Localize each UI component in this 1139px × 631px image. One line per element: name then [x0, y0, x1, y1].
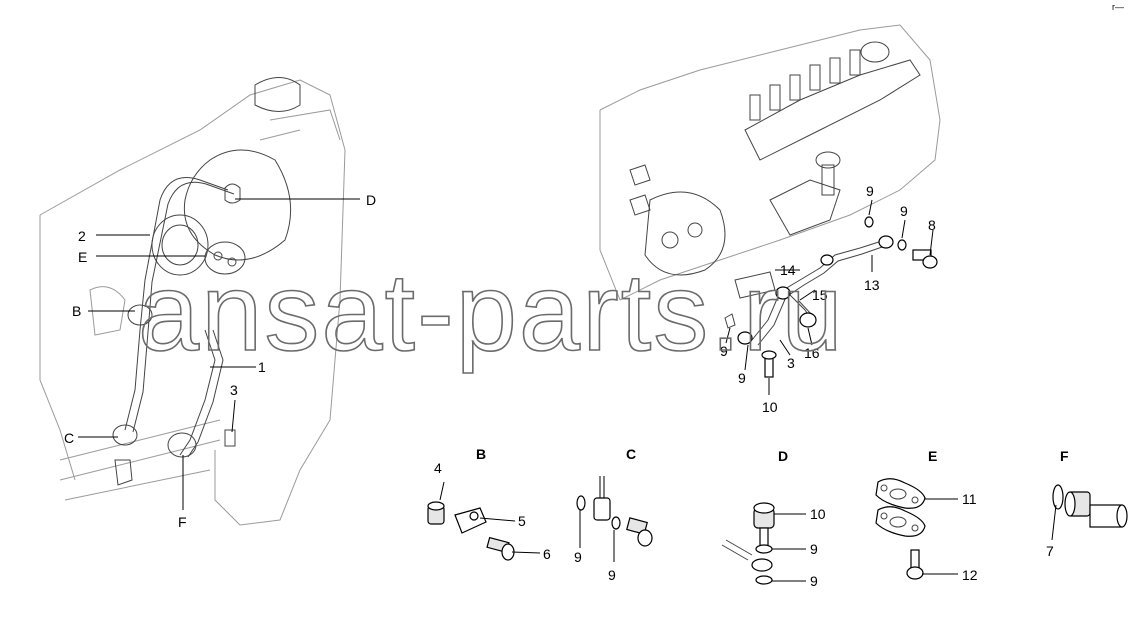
callout-left-1: 1 [258, 359, 266, 375]
callout-d-9a: 9 [810, 541, 818, 557]
callout-left-3: 3 [230, 382, 238, 398]
callout-right-15: 15 [812, 287, 828, 303]
engine-left-sketch [39, 77, 346, 526]
callout-labels-details: 4 5 6 9 9 10 9 9 11 12 7 [434, 460, 1054, 589]
callout-d-9b: 9 [810, 573, 818, 589]
callout-right-9b: 9 [900, 203, 908, 219]
callout-c-9b: 9 [608, 567, 616, 583]
callout-labels-right: 9 9 8 14 13 15 9 3 16 9 10 [720, 183, 936, 415]
detail-e-parts [875, 478, 958, 580]
callout-left-f: F [178, 514, 187, 530]
callout-right-8: 8 [928, 217, 936, 233]
callout-left-2: 2 [78, 228, 86, 244]
callout-b-4: 4 [434, 460, 442, 476]
callout-f-7: 7 [1046, 543, 1054, 559]
callout-right-10: 10 [762, 399, 778, 415]
callout-b-5: 5 [518, 513, 526, 529]
callout-c-9a: 9 [574, 549, 582, 565]
detail-d-parts [721, 502, 806, 585]
callout-right-16: 16 [804, 345, 820, 361]
callout-e-11: 11 [962, 491, 977, 507]
callout-b-6: 6 [543, 546, 551, 562]
leader-lines-left [78, 198, 360, 510]
detail-title-f: F [1060, 448, 1069, 464]
callout-right-14: 14 [780, 262, 796, 278]
detail-title-c: C [626, 446, 636, 462]
leader-lines-right [725, 199, 934, 395]
engine-right-sketch [599, 24, 941, 301]
detail-title-e: E [928, 448, 937, 464]
callout-left-e: E [78, 249, 87, 265]
detail-c-parts [576, 476, 653, 562]
callout-left-d: D [366, 192, 376, 208]
detail-b-parts [427, 481, 541, 561]
callout-right-9a: 9 [866, 183, 874, 199]
callout-right-13: 13 [864, 277, 880, 293]
detail-title-b: B [476, 446, 486, 462]
detail-f-parts [1051, 484, 1128, 541]
detail-title-d: D [778, 448, 788, 464]
callout-e-12: 12 [962, 567, 978, 583]
callout-left-c: C [64, 430, 74, 446]
callout-d-10: 10 [810, 506, 826, 522]
callout-left-b: B [72, 303, 81, 319]
detail-titles: B C D E F [476, 446, 1069, 464]
callout-labels-left: D 2 E B 1 3 C F [64, 192, 376, 530]
watermark-text: ansat-parts.ru [138, 251, 845, 374]
corner-mark: r— [1112, 2, 1124, 12]
callout-right-9d: 9 [738, 370, 746, 386]
callout-right-9c: 9 [720, 343, 728, 359]
oil-pipe-right [724, 216, 938, 378]
callout-right-3: 3 [787, 355, 795, 371]
